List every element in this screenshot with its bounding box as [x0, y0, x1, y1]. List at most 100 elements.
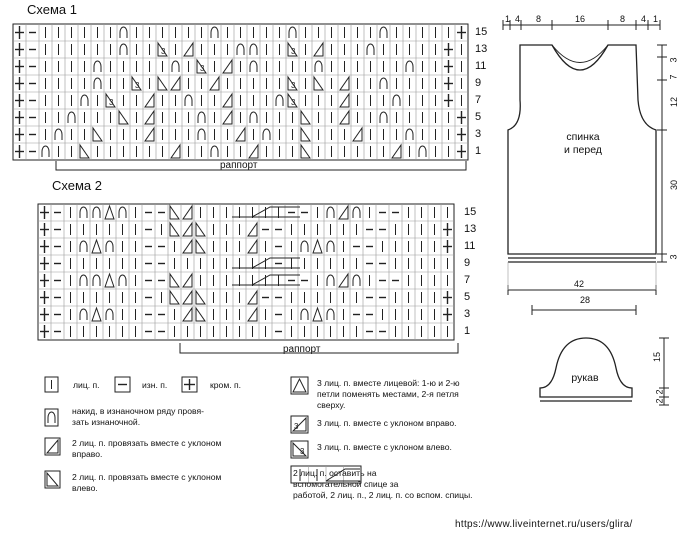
yarn-over-symbol	[418, 145, 427, 157]
legend-cable-symbol	[290, 465, 362, 484]
scheme1-rapport-bracket	[55, 161, 467, 171]
k2tog-right-symbol	[144, 109, 155, 125]
k2tog-left-symbol	[169, 221, 180, 237]
k2tog-left-symbol	[46, 471, 60, 487]
k3-left-symbol	[292, 441, 308, 457]
scheme2-row-13: 13	[464, 223, 477, 235]
scheme1-row-15: 15	[475, 26, 488, 38]
legend-yarn-over-symbol-box	[44, 408, 59, 427]
dim-top-1: 1	[505, 14, 511, 24]
k2tog-right-symbol	[247, 221, 258, 237]
scheme1-row-5: 5	[475, 111, 482, 123]
sleeve-label: рукав	[571, 372, 599, 384]
cable-crossing	[251, 274, 300, 286]
sleeve-width: 28	[580, 295, 591, 305]
legend-yarn-over-label: накид, в изнаночном ряду провя- зать изн…	[72, 406, 204, 427]
k2tog-right-symbol	[391, 143, 402, 159]
yarn-over-symbol	[326, 274, 335, 286]
k3-left-number: 3	[109, 98, 114, 107]
legend-k2tog-right-label: 2 лиц. п. провязать вместе с уклоном впр…	[72, 438, 222, 459]
legend-purl-label: изн. п.	[142, 380, 168, 390]
dim-side-3: 3	[668, 57, 679, 63]
yarn-over-symbol	[275, 94, 284, 106]
yarn-over-symbol	[79, 240, 88, 252]
yarn-over-symbol	[352, 206, 361, 218]
k2tog-right-symbol	[339, 109, 350, 125]
k2tog-right-symbol	[247, 238, 258, 254]
k2tog-right-symbol	[182, 204, 193, 220]
k2tog-left-symbol	[157, 75, 168, 91]
yarn-over-symbol	[118, 274, 127, 286]
k3-left-symbol	[131, 75, 142, 91]
yarn-over-symbol	[171, 60, 180, 72]
yarn-over-symbol	[326, 206, 335, 218]
legend-k3tog-label: 3 лиц. п. вместе лицевой: 1-ю и 2-ю петл…	[317, 378, 460, 410]
scheme2-rapport-bracket	[179, 343, 459, 354]
k2tog-left-symbol	[79, 143, 90, 159]
k2tog-right-symbol	[182, 221, 193, 237]
scheme2-row-5: 5	[464, 291, 471, 303]
k2tog-left-symbol	[169, 289, 180, 305]
yarn-over-symbol	[249, 43, 258, 55]
dim-top-8a: 8	[536, 14, 542, 24]
k2tog-left-symbol	[195, 221, 206, 237]
yarn-over-symbol	[79, 206, 88, 218]
k2tog-right-symbol	[170, 143, 181, 159]
yarn-over-symbol	[300, 308, 309, 320]
legend-edge-symbol-box	[181, 376, 198, 393]
legend-edge-label: кром. п.	[210, 380, 242, 390]
scheme2-grid	[37, 203, 455, 341]
legend-k3-left-label: 3 лиц. п. вместе с уклоном влево.	[317, 442, 452, 452]
yarn-over-symbol	[79, 274, 88, 286]
yarn-over-symbol	[405, 60, 414, 72]
back-neckline	[551, 44, 609, 63]
cable-crossing	[325, 468, 360, 482]
k2tog-left-symbol	[313, 75, 324, 91]
k3-left-number: 3	[300, 447, 305, 456]
yarn-over-symbol	[392, 94, 401, 106]
k3-left-symbol	[157, 41, 168, 57]
yarn-over-symbol	[210, 26, 219, 38]
k2tog-right-symbol	[247, 306, 258, 322]
k2tog-left-symbol	[300, 143, 311, 159]
k3-left-number: 3	[200, 64, 205, 73]
yarn-over-symbol	[80, 94, 89, 106]
k2tog-left-symbol	[300, 109, 311, 125]
k2tog-left-symbol	[300, 126, 311, 142]
dim-side-12: 12	[669, 96, 680, 108]
k3tog-symbol	[292, 377, 307, 393]
k2tog-right-symbol	[248, 143, 259, 159]
yarn-over-symbol	[92, 274, 101, 286]
legend-knit-symbol	[44, 376, 59, 393]
scheme2-row-1: 1	[464, 325, 471, 337]
body-label: спинка и перед	[564, 131, 602, 156]
scheme2-row-9: 9	[464, 257, 471, 269]
k2tog-left-symbol	[92, 126, 103, 142]
cable-crossing	[251, 257, 300, 269]
k2tog-left-symbol	[118, 109, 129, 125]
k2tog-right-symbol	[313, 41, 324, 57]
yarn-over-symbol	[300, 240, 309, 252]
legend-knit-symbol-box	[44, 376, 59, 393]
dim-top-4b: 4	[641, 14, 647, 24]
k2tog-right-symbol	[170, 75, 181, 91]
yarn-over-symbol	[236, 43, 245, 55]
scheme1-row-7: 7	[475, 94, 482, 106]
yarn-over-symbol	[326, 308, 335, 320]
legend-cable-label: 2 лиц. п. оставить на вспомогательной сп…	[293, 468, 473, 500]
yarn-over-symbol	[67, 111, 76, 123]
k2tog-right-symbol	[209, 75, 220, 91]
yarn-over-symbol	[379, 77, 388, 89]
legend-k2tog-left-symbol-box	[44, 470, 61, 489]
yarn-over-symbol	[93, 60, 102, 72]
yarn-over-symbol	[405, 128, 414, 140]
k2tog-right-symbol	[339, 92, 350, 108]
legend-k3tog-symbol-box	[290, 376, 309, 395]
yarn-over-symbol	[119, 26, 128, 38]
body-schematic	[502, 20, 667, 295]
yarn-over-symbol	[105, 308, 114, 320]
k2tog-right-symbol	[222, 58, 233, 74]
k2tog-right-symbol	[339, 75, 350, 91]
legend-k3-right-symbol-box	[290, 415, 309, 434]
